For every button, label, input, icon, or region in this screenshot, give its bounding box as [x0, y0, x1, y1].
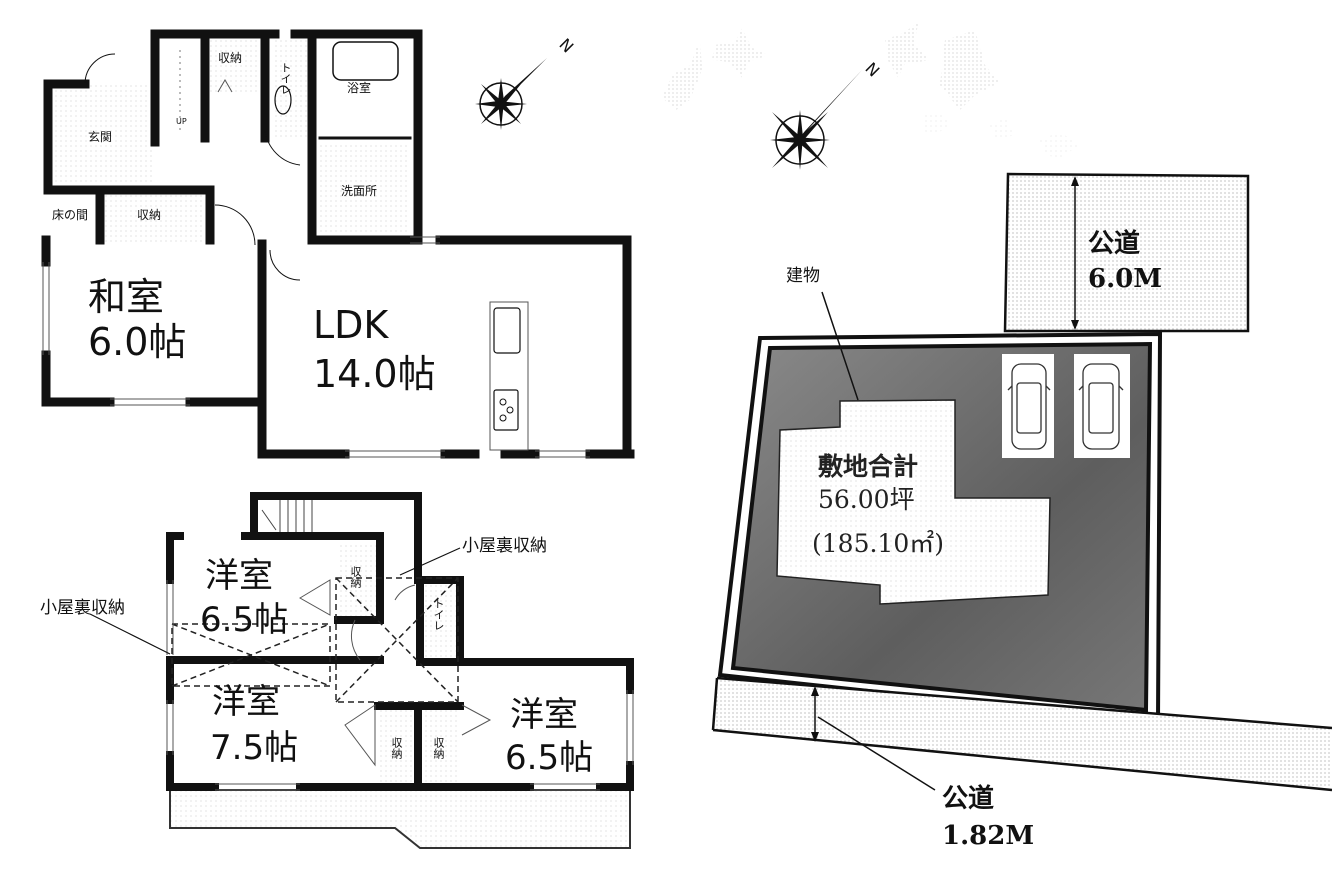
room-b-size: 7.5帖: [210, 728, 299, 768]
road-south-label: 公道: [942, 784, 995, 814]
tokonoma-label: 床の間: [52, 208, 89, 222]
road-north-width: 6.0M: [1088, 264, 1163, 294]
car-icon: [1007, 363, 1051, 450]
site-area-sqm: (185.10㎡): [812, 529, 944, 558]
storage-3-label: 収納: [432, 737, 445, 759]
entrance-floor: [52, 85, 152, 190]
room-b-name: 洋室: [212, 682, 280, 722]
room-a-size: 6.5帖: [200, 600, 289, 640]
site-total-label: 敷地合計: [818, 452, 919, 481]
road-north: [1003, 172, 1250, 333]
site-plan: [711, 172, 1332, 792]
building-label: 建物: [786, 266, 820, 286]
room-c-name: 洋室: [510, 695, 578, 735]
road-north-label: 公道: [1088, 229, 1141, 259]
attic-storage-right-label: 小屋裏収納: [462, 536, 547, 556]
storage-2-label: 収納: [390, 737, 403, 759]
storage-top-label: 収納: [218, 51, 243, 65]
stairs-up-label: UP: [176, 117, 187, 126]
car-icon: [1078, 363, 1124, 450]
decorative-leaves: [662, 22, 1080, 158]
road-south-width: 1.82M: [942, 821, 1035, 851]
ldk-name: LDK: [313, 303, 389, 347]
entrance-label: 玄関: [88, 130, 113, 144]
closet-label: 収納: [137, 208, 162, 222]
ldk-size: 14.0帖: [313, 352, 436, 396]
floor2-plan: [89, 492, 634, 849]
floor1-plan: [41, 29, 635, 459]
compass-rose-floorplan: [475, 58, 547, 130]
room-c-size: 6.5帖: [505, 738, 594, 778]
building-footprint: [776, 399, 1051, 605]
road-south: [713, 678, 1332, 790]
site-area-tsubo: 56.00坪: [818, 485, 915, 514]
bath-label: 浴室: [347, 81, 372, 95]
japanese-room-name: 和室: [88, 275, 165, 319]
room-a-name: 洋室: [205, 556, 273, 596]
washroom-label: 洗面所: [341, 184, 378, 198]
toilet-label: トイレ: [279, 62, 292, 95]
attic-storage-left-label: 小屋裏収納: [40, 598, 125, 618]
toilet-2f-label: トイレ: [432, 598, 445, 631]
parking-spaces: [1002, 354, 1130, 458]
compass-rose-site: [770, 70, 862, 170]
storage-1-label: 収納: [349, 566, 362, 588]
japanese-room-size: 6.0帖: [88, 320, 187, 364]
